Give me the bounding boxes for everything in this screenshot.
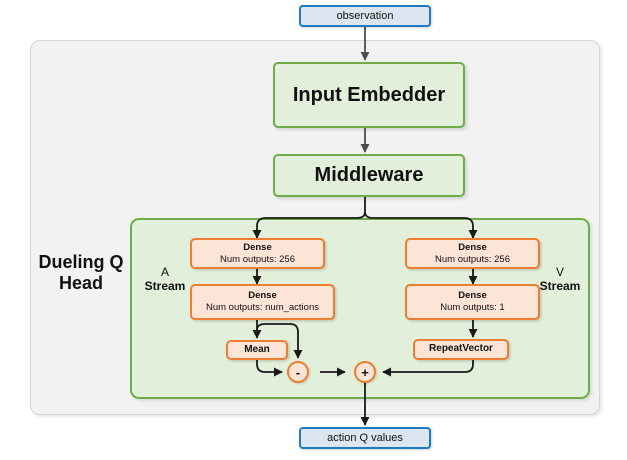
repeat-vector-node[interactable]: RepeatVector — [413, 339, 509, 360]
head-title-line1: Dueling Q — [38, 252, 124, 272]
add-operator-symbol: + — [361, 364, 369, 380]
subtract-operator-node[interactable]: - — [287, 361, 309, 383]
v-stream-label: V Stream — [532, 265, 588, 294]
repeat-vector-label: RepeatVector — [429, 343, 493, 355]
v-stream-label-line2: Stream — [539, 279, 581, 294]
a-stream-dense-1[interactable]: Dense Num outputs: 256 — [190, 238, 325, 269]
mean-label: Mean — [244, 343, 270, 355]
a-stream-label: A Stream — [140, 265, 190, 294]
a-stream-dense-1-detail: Num outputs: 256 — [220, 253, 295, 265]
mean-node[interactable]: Mean — [226, 340, 288, 360]
v-stream-dense-1[interactable]: Dense Num outputs: 256 — [405, 238, 540, 269]
dueling-q-head-title: Dueling Q Head — [33, 252, 129, 293]
add-operator-node[interactable]: + — [354, 361, 376, 383]
observation-label: observation — [336, 10, 394, 22]
v-stream-label-line1: V — [555, 265, 564, 279]
head-title-line2: Head — [58, 272, 103, 293]
v-stream-dense-2[interactable]: Dense Num outputs: 1 — [405, 284, 540, 320]
input-embedder-node[interactable]: Input Embedder — [273, 62, 465, 128]
middleware-node[interactable]: Middleware — [273, 154, 465, 197]
observation-node[interactable]: observation — [299, 5, 431, 27]
v-stream-dense-1-name: Dense — [458, 241, 487, 253]
subtract-operator-symbol: - — [295, 364, 301, 380]
a-stream-dense-2-name: Dense — [248, 290, 277, 302]
a-stream-dense-2-detail: Num outputs: num_actions — [205, 302, 319, 313]
v-stream-dense-2-detail: Num outputs: 1 — [440, 302, 505, 313]
a-stream-dense-2[interactable]: Dense Num outputs: num_actions — [190, 284, 335, 320]
middleware-label: Middleware — [314, 164, 424, 186]
v-stream-dense-2-name: Dense — [458, 290, 487, 302]
a-stream-label-line2: Stream — [144, 279, 186, 294]
action-q-values-label: action Q values — [327, 432, 403, 444]
a-stream-label-line1: A — [160, 265, 169, 279]
v-stream-dense-1-detail: Num outputs: 256 — [435, 253, 510, 265]
a-stream-dense-1-name: Dense — [243, 241, 272, 253]
input-embedder-label: Input Embedder — [292, 83, 446, 106]
action-q-values-node[interactable]: action Q values — [299, 427, 431, 449]
